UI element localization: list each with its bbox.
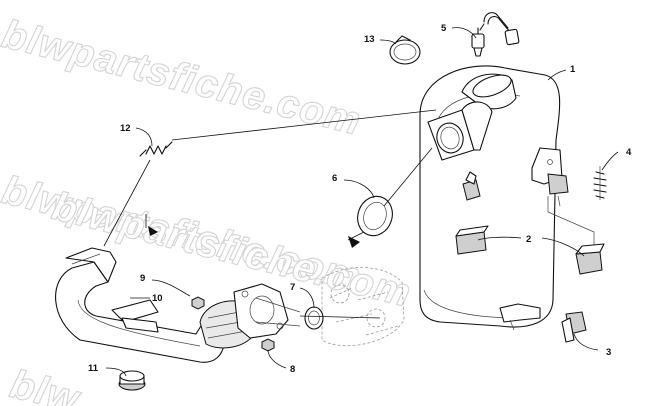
- callout-leaders: [105, 27, 619, 377]
- rubber-foot-part-11: [118, 370, 146, 391]
- callout-12: 12: [120, 123, 131, 134]
- clamp-part-13: [389, 35, 421, 65]
- callout-5: 5: [441, 23, 447, 34]
- callout-11: 11: [88, 363, 99, 374]
- oxygen-sensor-part-5: [471, 12, 520, 57]
- callout-1: 1: [570, 64, 576, 75]
- engine-outline: [321, 267, 405, 347]
- callout-9: 9: [140, 273, 145, 284]
- callout-3: 3: [606, 347, 611, 358]
- callout-2: 2: [526, 234, 531, 245]
- gasket-part-6: [357, 195, 393, 237]
- watermark-line-4: blw: [6, 362, 86, 406]
- muffler: [419, 65, 605, 331]
- callout-4: 4: [626, 147, 632, 158]
- callout-6: 6: [332, 173, 337, 184]
- callout-13: 13: [364, 34, 375, 45]
- exhaust-head-pipe: [55, 247, 301, 363]
- callout-8: 8: [290, 364, 295, 375]
- arrow-icon: [348, 236, 360, 248]
- direction-arrows: [148, 226, 360, 248]
- nut-part-9: [191, 296, 205, 310]
- callout-7: 7: [290, 282, 295, 293]
- callout-labels: 1 2 3 4 5 6 7 8 9 10 11 12 13: [88, 23, 632, 375]
- arrow-icon: [148, 226, 158, 236]
- rubber-mount-part-3: [561, 311, 587, 343]
- nut-part-8: [261, 338, 275, 352]
- gasket-part-7: [304, 306, 324, 330]
- spring-part-12: [139, 141, 173, 157]
- callout-10: 10: [152, 293, 163, 304]
- assembly-lines: [103, 109, 437, 319]
- spring-part-4: [593, 166, 607, 200]
